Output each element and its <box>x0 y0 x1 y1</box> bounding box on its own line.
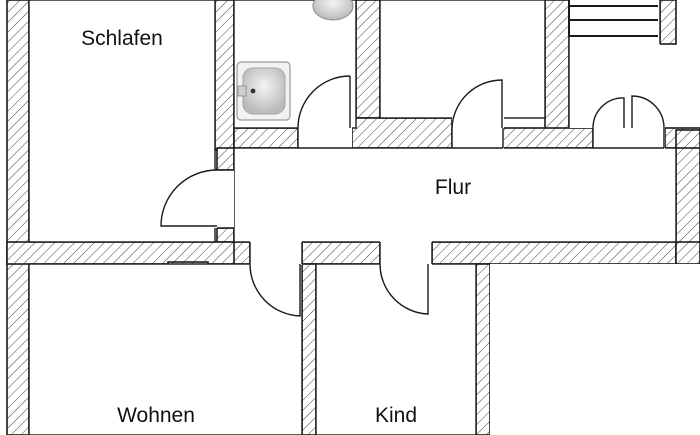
door-schlafen <box>160 169 234 229</box>
wall-kind-right <box>475 263 491 435</box>
wall-bath-bottom-left <box>233 127 299 149</box>
wall-middle-bottom <box>502 127 594 149</box>
room-wohnen <box>29 264 302 435</box>
wall-wohnen-kind <box>301 263 317 435</box>
room-right <box>490 264 700 435</box>
toilet-icon <box>312 0 354 21</box>
wall-flur-bottom-2 <box>301 241 381 265</box>
room-label-flur: Flur <box>435 176 471 199</box>
wall-flur-bottom-1 <box>233 241 251 265</box>
room-flur <box>234 148 676 242</box>
stairs-icon <box>568 0 658 37</box>
wall-flur-bottom-4 <box>675 241 700 265</box>
room-stairs <box>569 0 660 128</box>
door-bath <box>297 75 352 149</box>
room-label-wohnen: Wohnen <box>117 404 195 427</box>
room-label-kind: Kind <box>375 404 417 427</box>
door-double <box>592 95 665 149</box>
room-label-schlafen: Schlafen <box>81 27 163 50</box>
wall-stair-right <box>659 0 677 45</box>
washbasin-icon <box>236 61 291 121</box>
wall-flur-left-top <box>216 147 235 171</box>
door-kind <box>379 241 433 315</box>
wall-bath-right <box>355 0 381 119</box>
wall-right-top-2 <box>675 129 700 151</box>
wall-outer-left <box>6 0 30 435</box>
wall-schlafen-right <box>214 0 235 151</box>
wall-flur-bottom-3 <box>431 241 677 265</box>
wall-bath-bottom-right <box>351 117 453 149</box>
wall-schlafen-bottom <box>6 241 241 265</box>
room-schlafen <box>29 0 215 242</box>
wall-flur-left-bottom <box>216 227 235 243</box>
door-wohnen <box>249 241 303 317</box>
room-kind <box>316 264 476 435</box>
door-middle <box>451 79 504 149</box>
wall-room-right <box>544 0 570 131</box>
